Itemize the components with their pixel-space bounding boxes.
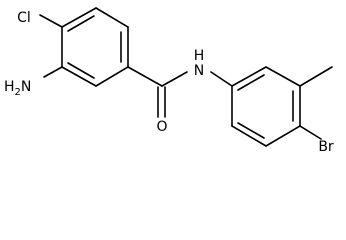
bond-c-nh2 xyxy=(43,66,63,78)
bond-ring1-c3-c4 xyxy=(95,66,129,87)
bond-c-br xyxy=(299,125,322,140)
bond-ring2-c1-c2 xyxy=(231,66,267,87)
bond-ring1-c4-c5 xyxy=(61,66,97,87)
chemical-structure: Cl H2N N H O Br xyxy=(4,7,334,155)
bond-ring1-c6-c1-inner xyxy=(67,15,95,32)
atom-label-bromine: Br xyxy=(318,139,334,155)
bond-ring2-c5-c6 xyxy=(231,125,267,147)
atom-label-chlorine: Cl xyxy=(17,10,31,26)
bond-ring1-c6-c1 xyxy=(61,7,97,28)
bond-n-ring2 xyxy=(210,71,233,87)
bond-ring1-carbonyl xyxy=(127,66,163,87)
bond-lines xyxy=(39,7,333,147)
atom-label-amino: H2N xyxy=(4,79,31,98)
bond-carbonyl-n xyxy=(161,71,188,87)
amino-h-text: H xyxy=(4,79,15,95)
bond-ring2-methyl xyxy=(299,66,333,87)
atom-label-amide-h: H xyxy=(194,48,205,64)
bond-c-cl xyxy=(39,14,63,28)
atom-label-oxygen: O xyxy=(156,119,167,135)
bond-ring2-c5-c6-inner xyxy=(237,122,265,139)
atom-labels: Cl H2N N H O Br xyxy=(4,10,334,155)
bond-ring2-c1-c2-inner xyxy=(237,74,265,91)
atom-label-amide-n: N xyxy=(194,63,204,79)
bond-ring2-c2-c3 xyxy=(265,66,301,87)
bond-ring2-c4-c5 xyxy=(265,125,301,147)
bond-ring1-c4-c5-inner xyxy=(67,62,95,79)
amino-subscript: 2 xyxy=(15,87,21,98)
bond-ring1-c1-c2 xyxy=(95,7,129,28)
amino-n-text: N xyxy=(21,79,31,95)
